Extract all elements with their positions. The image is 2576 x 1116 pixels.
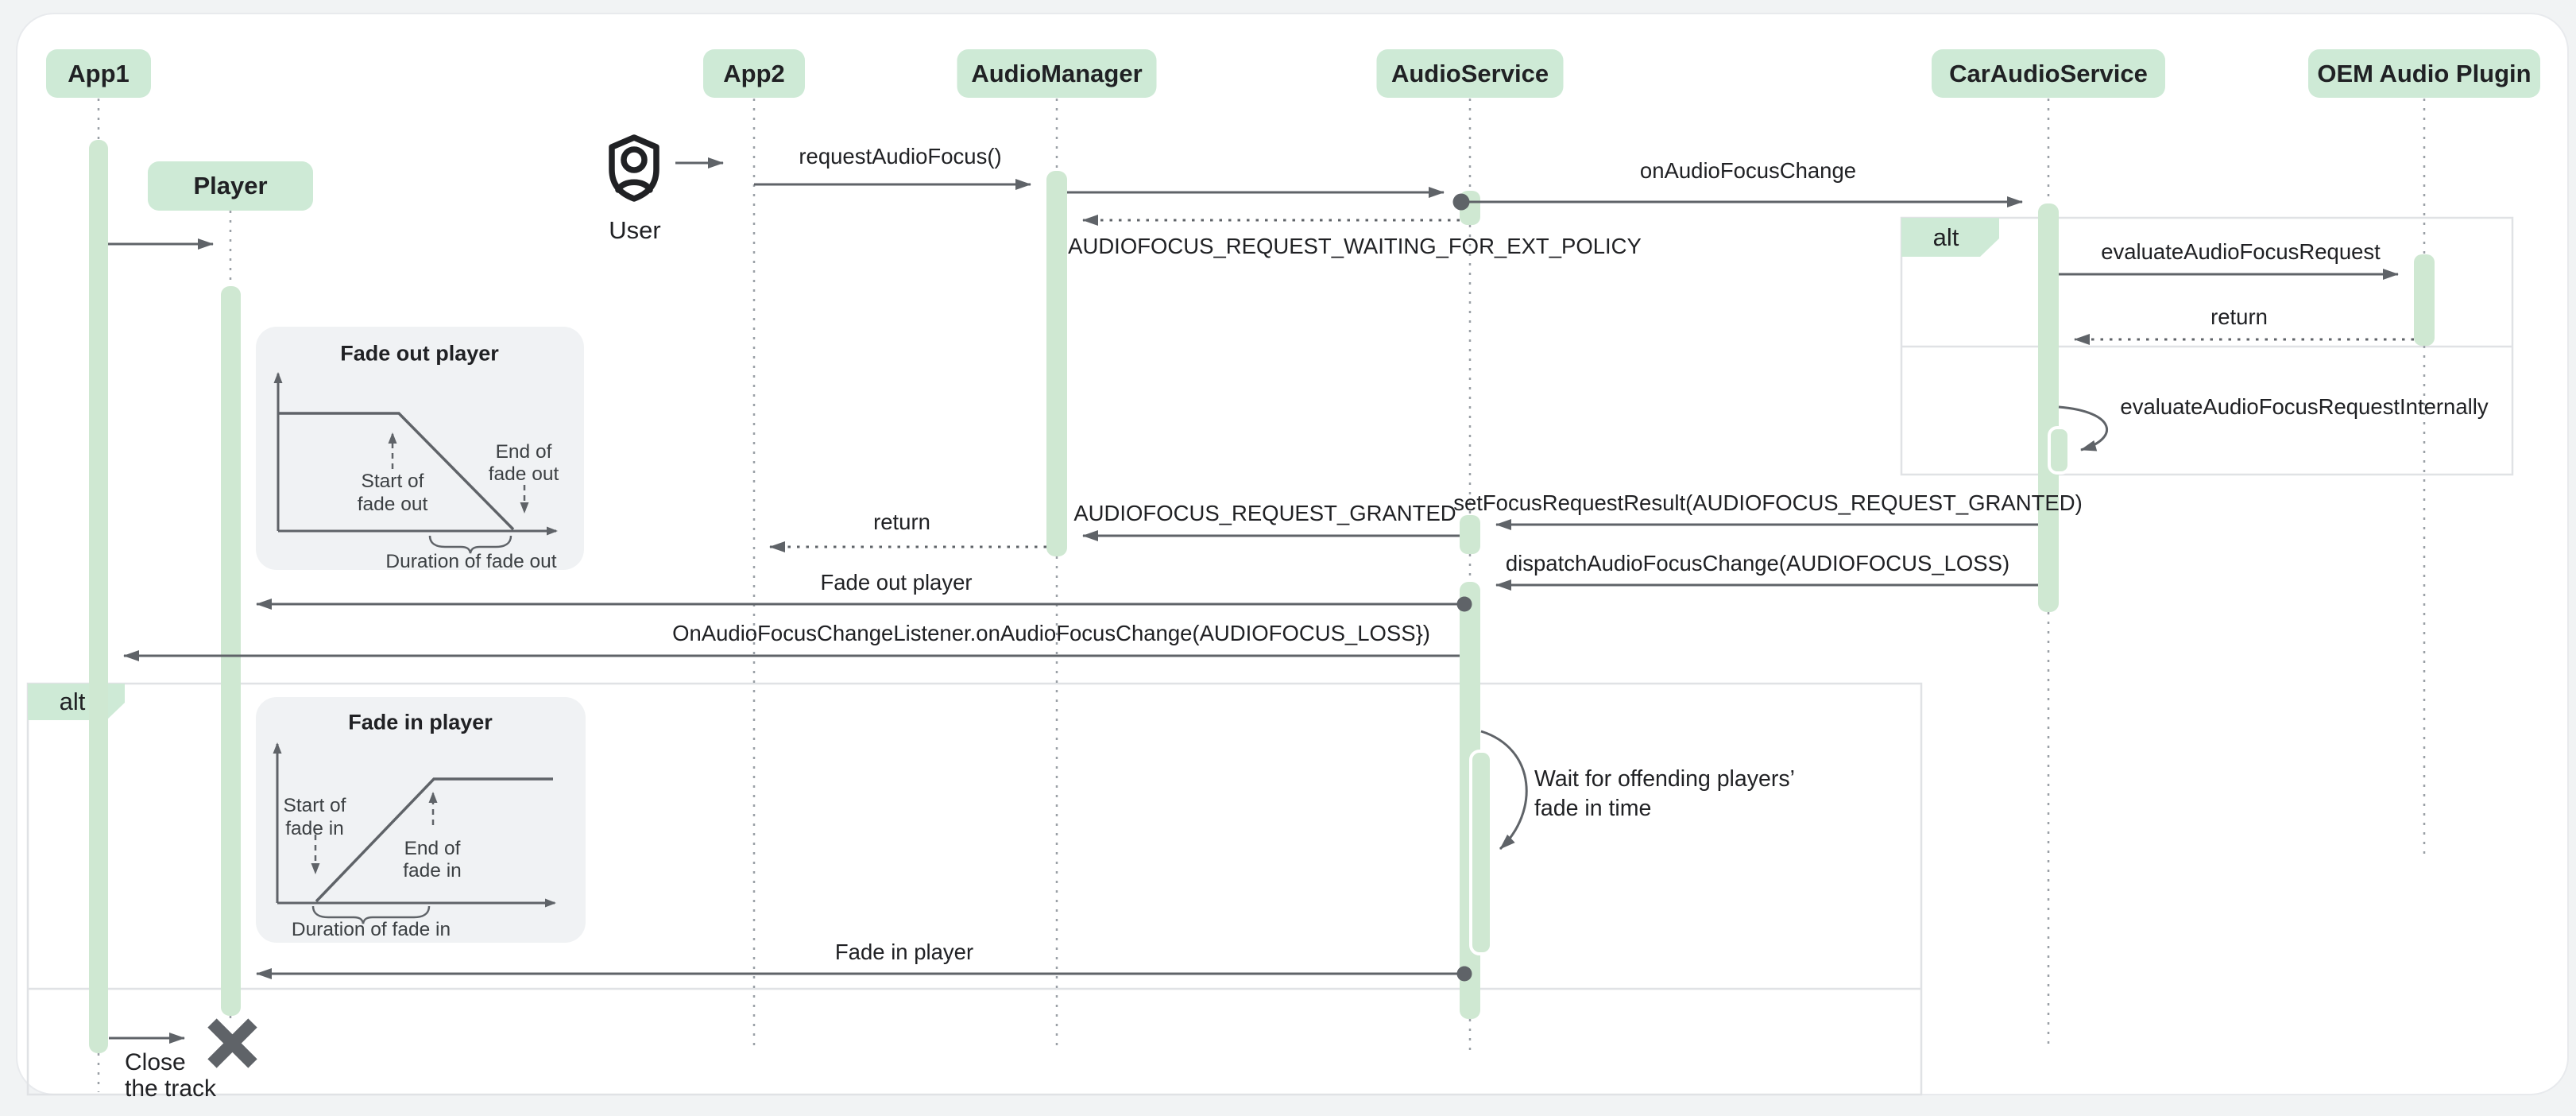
activation-caraudioservice-nested: [2048, 426, 2071, 475]
fade-out-start-line2: fade out: [357, 494, 428, 515]
label-evaluate-audio-focus-request: evaluateAudioFocusRequest: [2101, 239, 2381, 264]
fade-in-end-line2: fade in: [403, 860, 462, 882]
fade-in-underbrace: [311, 905, 431, 924]
participant-caraudioservice: CarAudioService: [1932, 49, 2165, 98]
alt-fragment-inner: [1900, 216, 2514, 476]
fade-out-chart: [273, 372, 558, 554]
fade-out-underbrace: [428, 535, 512, 554]
dot-fade-out: [1456, 596, 1472, 612]
fade-in-start-line1: Start of: [283, 795, 346, 816]
activation-audiomanager: [1046, 171, 1067, 556]
close-track-line1: Close: [125, 1049, 186, 1075]
fade-out-inset-box: [256, 327, 584, 570]
participant-app2: App2: [703, 49, 805, 98]
participant-oem-audio-plugin: OEM Audio Plugin: [2308, 49, 2540, 98]
activation-caraudioservice: [2038, 203, 2059, 612]
message-arrows: [108, 157, 2414, 1044]
activation-app1: [89, 140, 108, 1053]
lifelines: [97, 99, 2426, 1092]
fade-in-start-line2: fade in: [285, 818, 344, 839]
label-close-track: Close the track: [125, 1049, 216, 1102]
label-audiofocus-request-granted: AUDIOFOCUS_REQUEST_GRANTED: [1073, 501, 1456, 525]
fade-out-end-line2: fade out: [488, 463, 559, 485]
label-evaluate-internally: evaluateAudioFocusRequestInternally: [2120, 394, 2489, 419]
participant-audiomanager: AudioManager: [957, 49, 1157, 98]
label-request-audio-focus: requestAudioFocus(): [799, 144, 1002, 169]
fade-in-inset-box: [256, 697, 586, 943]
label-on-audio-focus-change: onAudioFocusChange: [1639, 158, 1857, 183]
arrow-wait-selfloop: [1480, 730, 1528, 851]
destroy-x-icon: [207, 1018, 257, 1068]
activation-audioservice-wait: [1469, 750, 1493, 955]
wait-note-line1: Wait for offending players’: [1534, 766, 1795, 792]
close-track-line2: the track: [125, 1075, 217, 1102]
arrow-evaluate-internally-selfloop: [2058, 405, 2108, 451]
activation-player: [221, 286, 241, 1016]
fade-out-end-line1: End of: [495, 441, 552, 463]
label-fade-in-player: Fade in player: [834, 940, 974, 964]
message-endpoint-dots: [1452, 193, 1472, 982]
fade-in-end-line1: End of: [404, 838, 461, 859]
label-focus-loss-listener: OnAudioFocusChangeListener.onAudioFocusC…: [672, 621, 1430, 645]
alt-tab-inner: [1901, 218, 1999, 257]
fade-out-duration: Duration of fade out: [385, 551, 557, 572]
wait-note-line2: fade in time: [1534, 796, 1652, 821]
user-actor-label: User: [609, 216, 661, 244]
label-dispatch-audio-focus-change: dispatchAudioFocusChange(AUDIOFOCUS_LOSS…: [1505, 551, 2010, 575]
label-waiting-for-ext-policy: AUDIOFOCUS_REQUEST_WAITING_FOR_EXT_POLIC…: [1068, 234, 1642, 258]
label-wait-note: Wait for offending players’ fade in time: [1534, 765, 1795, 823]
label-set-focus-request-result: setFocusRequestResult(AUDIOFOCUS_REQUEST…: [1453, 490, 2083, 515]
participant-audioservice: AudioService: [1376, 49, 1564, 98]
fade-in-duration: Duration of fade in: [291, 919, 451, 940]
activation-audioservice-2: [1460, 515, 1480, 554]
participant-player: Player: [148, 161, 313, 211]
alt-fragment-outer: [26, 682, 1923, 1096]
participant-app1: App1: [46, 49, 151, 98]
activation-oem: [2414, 254, 2435, 346]
label-fade-out-player: Fade out player: [820, 570, 973, 595]
user-shield-icon: [609, 134, 659, 202]
fade-out-inset-title: Fade out player: [340, 341, 499, 366]
label-evaluate-return: return: [2210, 304, 2268, 329]
label-manager-return: return: [873, 510, 930, 534]
activation-bars: [89, 140, 2435, 1053]
dot-fade-in: [1456, 966, 1472, 982]
fade-out-start-line1: Start of: [361, 471, 424, 492]
alt-label-inner: alt: [1932, 223, 1959, 251]
fade-in-chart: [273, 742, 556, 924]
alt-label-outer: alt: [59, 688, 86, 715]
fade-in-inset-title: Fade in player: [348, 710, 493, 734]
dot-found-message: [1452, 193, 1470, 211]
